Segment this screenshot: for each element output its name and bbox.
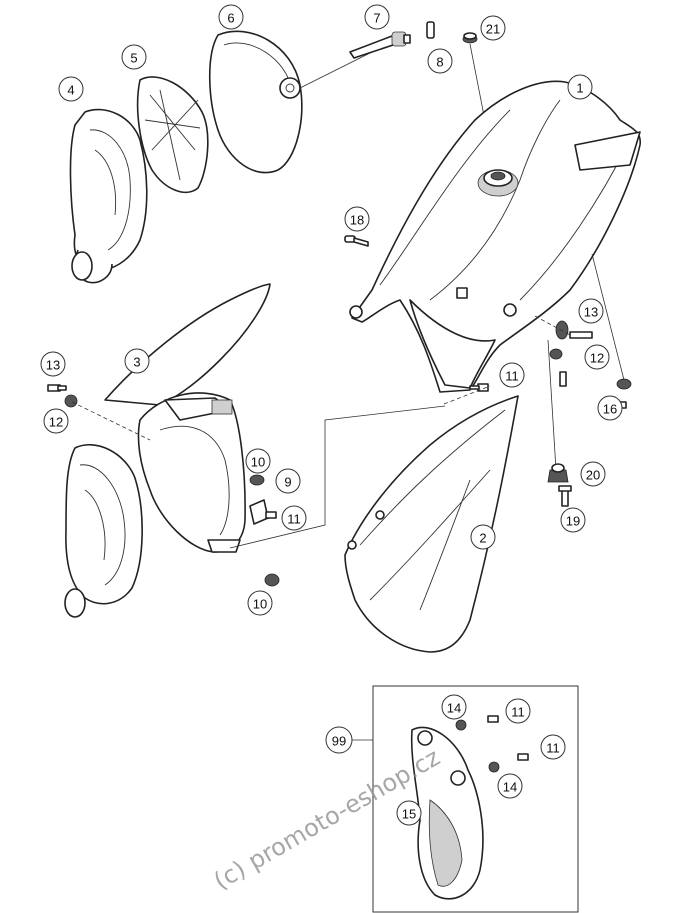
callout-6: 6: [218, 4, 244, 30]
callout-12-right: 12: [584, 344, 610, 370]
callout-16: 16: [597, 395, 623, 421]
svg-text:13: 13: [584, 305, 598, 320]
callout-2: 2: [470, 524, 496, 550]
right-fasteners: [549, 320, 632, 409]
side-panel: [344, 395, 519, 653]
svg-text:11: 11: [287, 512, 301, 527]
left-fasteners: [47, 384, 78, 408]
kit-box: [372, 685, 579, 913]
rubber-mount-20: [547, 463, 569, 483]
svg-text:6: 6: [227, 11, 234, 26]
callout-99: 99: [325, 726, 353, 754]
bolt-19: [558, 485, 572, 507]
leader-tank-lower: [547, 339, 557, 471]
callout-3: 3: [124, 348, 150, 374]
callout-9: 9: [275, 468, 301, 494]
svg-text:14: 14: [503, 780, 517, 795]
kit-fasteners: [455, 715, 529, 773]
svg-text:10: 10: [253, 597, 267, 612]
leader-tank-mount: [591, 253, 625, 381]
dash-left-fastener: [71, 401, 151, 441]
callout-11-mid: 11: [281, 505, 307, 531]
callout-15: 15: [396, 800, 422, 826]
callout-5: 5: [121, 44, 147, 70]
grommet-21: [462, 32, 478, 44]
svg-text:15: 15: [402, 807, 416, 822]
callout-18: 18: [344, 206, 370, 232]
svg-text:10: 10: [251, 455, 265, 470]
callout-4: 4: [58, 76, 84, 102]
callout-10-upper: 10: [245, 448, 271, 474]
svg-text:4: 4: [67, 83, 74, 98]
screw-18: [344, 235, 369, 247]
callout-14-lower: 14: [497, 773, 523, 799]
fixing-bolt: [349, 31, 411, 59]
svg-text:11: 11: [511, 705, 525, 720]
callout-11-kit-lower: 11: [540, 734, 566, 760]
svg-text:11: 11: [546, 741, 560, 756]
callout-10-lower: 10: [247, 590, 273, 616]
svg-text:14: 14: [447, 701, 461, 716]
svg-text:12: 12: [49, 415, 63, 430]
svg-text:20: 20: [586, 468, 600, 483]
callout-1: 1: [567, 74, 593, 100]
svg-text:3: 3: [133, 355, 140, 370]
fuel-tank: [349, 80, 642, 393]
air-box: [104, 283, 271, 553]
screw-11-tank: [469, 383, 489, 392]
callout-11-kit-upper: 11: [505, 698, 531, 724]
air-filter-lower: [64, 443, 143, 618]
svg-text:99: 99: [332, 734, 346, 749]
dash-screw-tank: [443, 385, 491, 405]
filter-cage: [136, 76, 209, 194]
pin: [426, 21, 435, 39]
svg-text:5: 5: [130, 51, 137, 66]
leader-airbox-to-panel: [229, 405, 446, 549]
svg-text:11: 11: [505, 369, 519, 384]
svg-text:19: 19: [566, 514, 580, 529]
svg-text:1: 1: [576, 81, 583, 96]
air-filter-upper: [69, 108, 148, 284]
svg-text:21: 21: [486, 22, 500, 37]
leader-cover-bolt: [299, 51, 373, 89]
callout-13-left: 13: [40, 351, 66, 377]
callout-11-tank: 11: [499, 362, 525, 388]
mid-fasteners: [249, 474, 280, 587]
svg-text:7: 7: [373, 11, 380, 26]
callout-7: 7: [364, 4, 390, 30]
callout-20: 20: [580, 461, 606, 487]
callout-8: 8: [427, 48, 453, 74]
svg-text:12: 12: [590, 351, 604, 366]
svg-text:16: 16: [603, 402, 617, 417]
callout-19: 19: [560, 507, 586, 533]
svg-text:18: 18: [350, 213, 364, 228]
svg-text:8: 8: [436, 55, 443, 70]
callout-12-left: 12: [43, 408, 69, 434]
svg-text:13: 13: [46, 358, 60, 373]
frame-guard: [410, 726, 484, 900]
callout-14-upper: 14: [441, 694, 467, 720]
callout-13-right: 13: [578, 298, 604, 324]
svg-text:2: 2: [479, 531, 486, 546]
svg-text:9: 9: [284, 475, 291, 490]
callout-21: 21: [480, 15, 506, 41]
filter-cover: [208, 30, 303, 174]
